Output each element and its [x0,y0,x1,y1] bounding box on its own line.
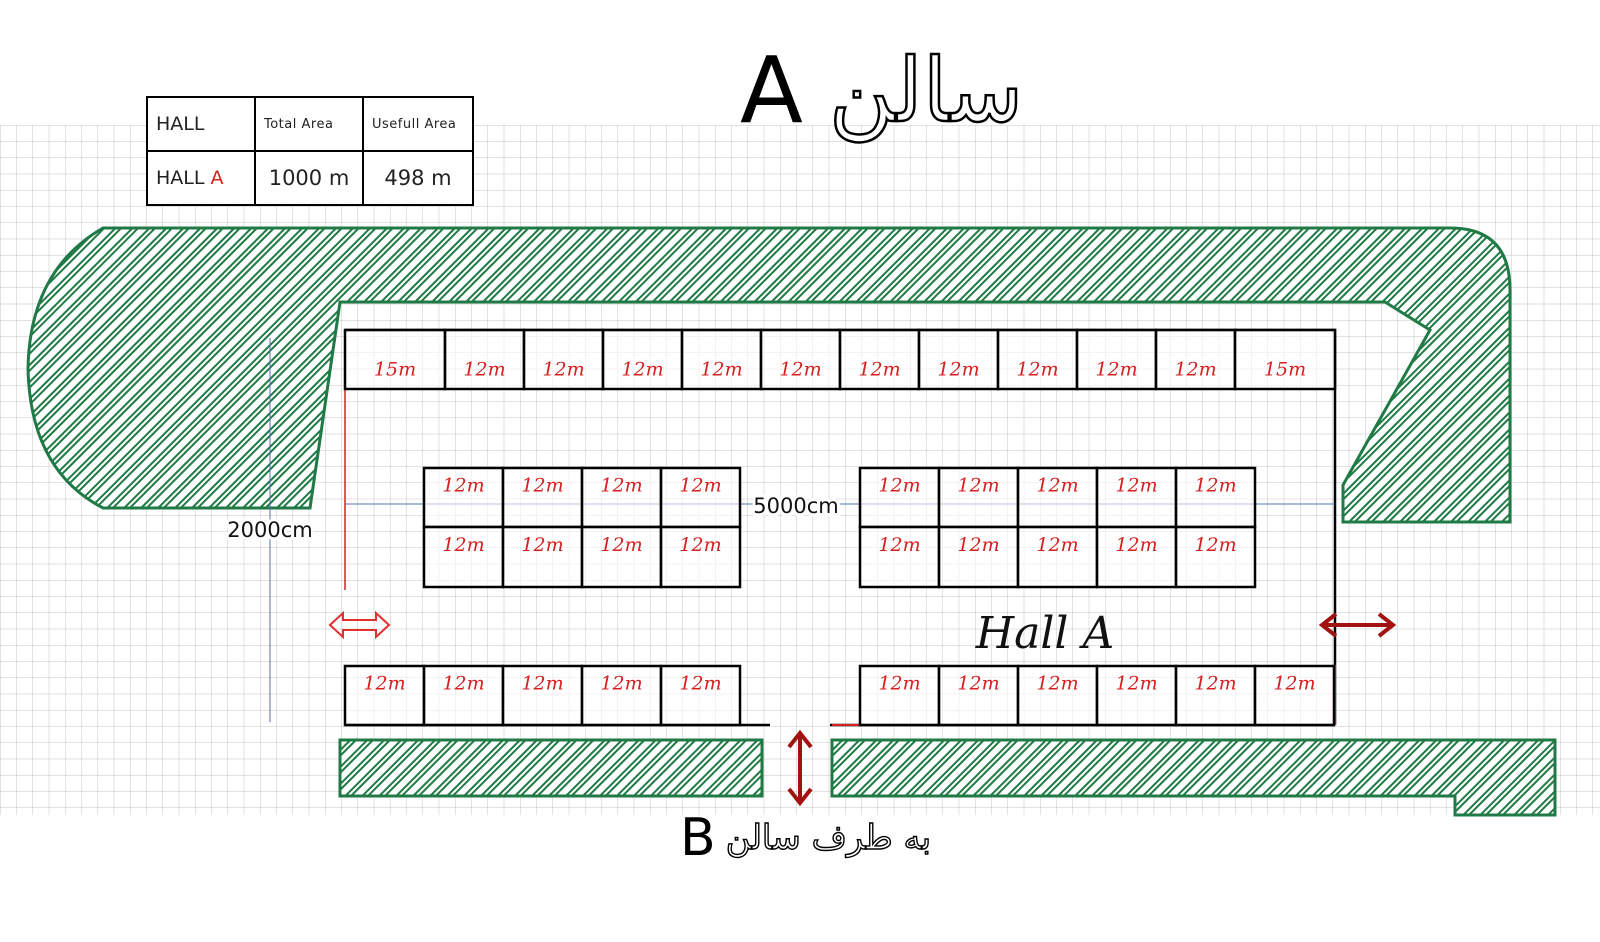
booth-bottom-right-6 [1253,664,1336,727]
booth-label: 12m [679,673,721,695]
booth-label: 12m [363,673,405,695]
booth-label: 12m [542,359,584,381]
table-cell-hall: HALL A [146,150,256,206]
booth-right-block-top-3 [1016,466,1099,529]
booth-label: 12m [521,534,563,556]
booth-label: 15m [374,359,416,381]
booth-label: 12m [1036,475,1078,497]
booth-label: 12m [1115,534,1157,556]
booth-left-block-top-1 [422,466,505,529]
booth-label: 12m [878,673,920,695]
direction-label: B به طرف سالن [680,808,980,868]
booth-label: 12m [937,359,979,381]
booth-label: 12m [700,359,742,381]
booth-label: 15m [1264,359,1306,381]
booth-layout: 15m 12m 12m 12m 12m 12m 12m 12m 12m 12m 12m 15m 12m 1… [343,328,1337,727]
double-arrow-icon [328,610,391,640]
booth-label: 12m [679,534,721,556]
width-dimension-label: 5000cm [753,494,838,518]
booth-top-row-10 [1075,328,1158,391]
title-letter: A [740,37,803,144]
booth-label: 12m [1194,475,1236,497]
title-word: سالن [828,39,1025,142]
table-header-hall: HALL [146,96,256,152]
wall-top [26,226,1512,524]
wall-bottom-left [338,738,764,798]
booth-right-block-bottom-1 [858,525,941,589]
booth-top-row-4 [601,328,684,391]
booth-bottom-left-2 [422,664,505,727]
direction-text: به طرف سالن [725,818,932,858]
table-header-useful: Usefull Area [362,96,474,152]
booth-label: 12m [442,475,484,497]
booth-left-block-bottom-1 [422,525,505,589]
booth-top-row-5 [680,328,763,391]
booth-left-block-top-4 [659,466,742,529]
booth-label: 12m [957,673,999,695]
booth-label: 12m [1115,673,1157,695]
booth-label: 12m [779,359,821,381]
booth-right-block-bottom-4 [1095,525,1178,589]
table-header-total: Total Area [254,96,364,152]
booth-label: 12m [442,673,484,695]
booth-label: 12m [1273,673,1315,695]
hall-label: Hall A [975,608,1115,659]
booth-label: 12m [442,534,484,556]
booth-label: 12m [878,534,920,556]
booth-label: 12m [463,359,505,381]
table-cell-total: 1000 m [254,150,364,206]
booth-label: 12m [600,673,642,695]
booth-top-row-1 [343,328,447,391]
booth-bottom-right-1 [858,664,941,727]
booth-label: 12m [1036,673,1078,695]
booth-label: 12m [600,534,642,556]
booth-top-row-12 [1233,328,1337,391]
booth-bottom-right-4 [1095,664,1178,727]
booth-right-block-top-5 [1174,466,1257,529]
height-dimension-label: 2000cm [227,518,312,542]
booth-label: 12m [1174,359,1216,381]
booth-label: 12m [858,359,900,381]
booth-label: 12m [1036,534,1078,556]
page-title: A سالن [740,36,1100,146]
booth-label: 12m [621,359,663,381]
wall-bottom-right [830,738,1557,817]
area-table: HALL Total Area Usefull Area HALL A 1000… [146,96,474,206]
booth-label: 12m [1115,475,1157,497]
booth-label: 12m [957,475,999,497]
booth-label: 12m [957,534,999,556]
booth-label: 12m [1095,359,1137,381]
booth-label: 12m [521,673,563,695]
booth-label: 12m [1194,534,1236,556]
direction-letter: B [680,808,716,868]
booth-top-row-9 [996,328,1079,391]
booth-left-block-bottom-4 [659,525,742,589]
booth-bottom-left-5 [659,664,742,727]
entrance-arrow-icon [787,729,813,807]
booth-label: 12m [521,475,563,497]
table-cell-useful: 498 m [362,150,474,206]
booth-left-block-bottom-2 [501,525,584,589]
booth-right-block-bottom-5 [1174,525,1257,589]
booth-label: 12m [600,475,642,497]
table-hall-prefix: HALL [156,167,205,189]
exit-arrow-icon [1318,612,1397,638]
booth-bottom-right-5 [1174,664,1257,727]
booth-top-row-8 [917,328,1000,391]
booth-right-block-top-4 [1095,466,1178,529]
booth-label: 12m [1194,673,1236,695]
booth-label: 12m [878,475,920,497]
table-hall-letter: A [210,167,224,189]
booth-label: 12m [1016,359,1058,381]
booth-top-row-11 [1154,328,1237,391]
booth-bottom-left-4 [580,664,663,727]
booth-bottom-left-1 [343,664,426,727]
booth-label: 12m [679,475,721,497]
booth-top-row-7 [838,328,921,391]
booth-top-row-2 [443,328,526,391]
